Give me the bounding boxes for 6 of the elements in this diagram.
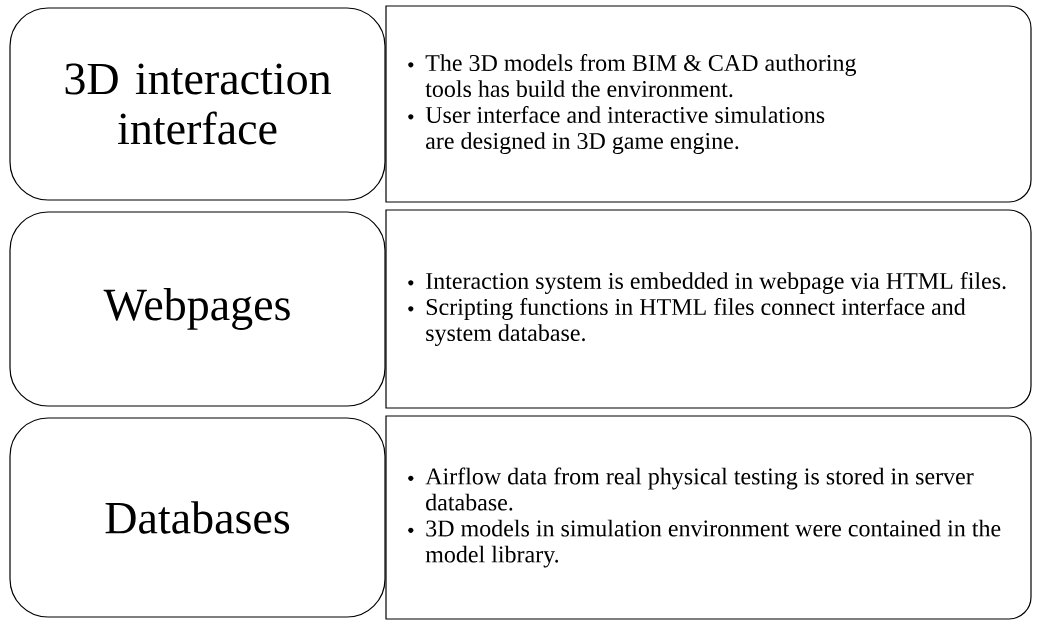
description-box: The 3D models from BIM & CAD authoring tools has build the environment. User interface and interactive simulations are designed in 3D game engine. — [385, 5, 1032, 203]
description-box: Airflow data from real physical testing is stored in server database. 3D models in simulation environment were contained in the model library. — [385, 415, 1032, 620]
description-box: Interaction system is embedded in webpage via HTML files. Scripting functions in HTML files connect interface and system database. — [385, 209, 1032, 409]
category-box: Webpages — [9, 211, 386, 407]
category-box: 3D interaction interface — [9, 7, 386, 201]
category-box: Databases — [9, 417, 386, 618]
